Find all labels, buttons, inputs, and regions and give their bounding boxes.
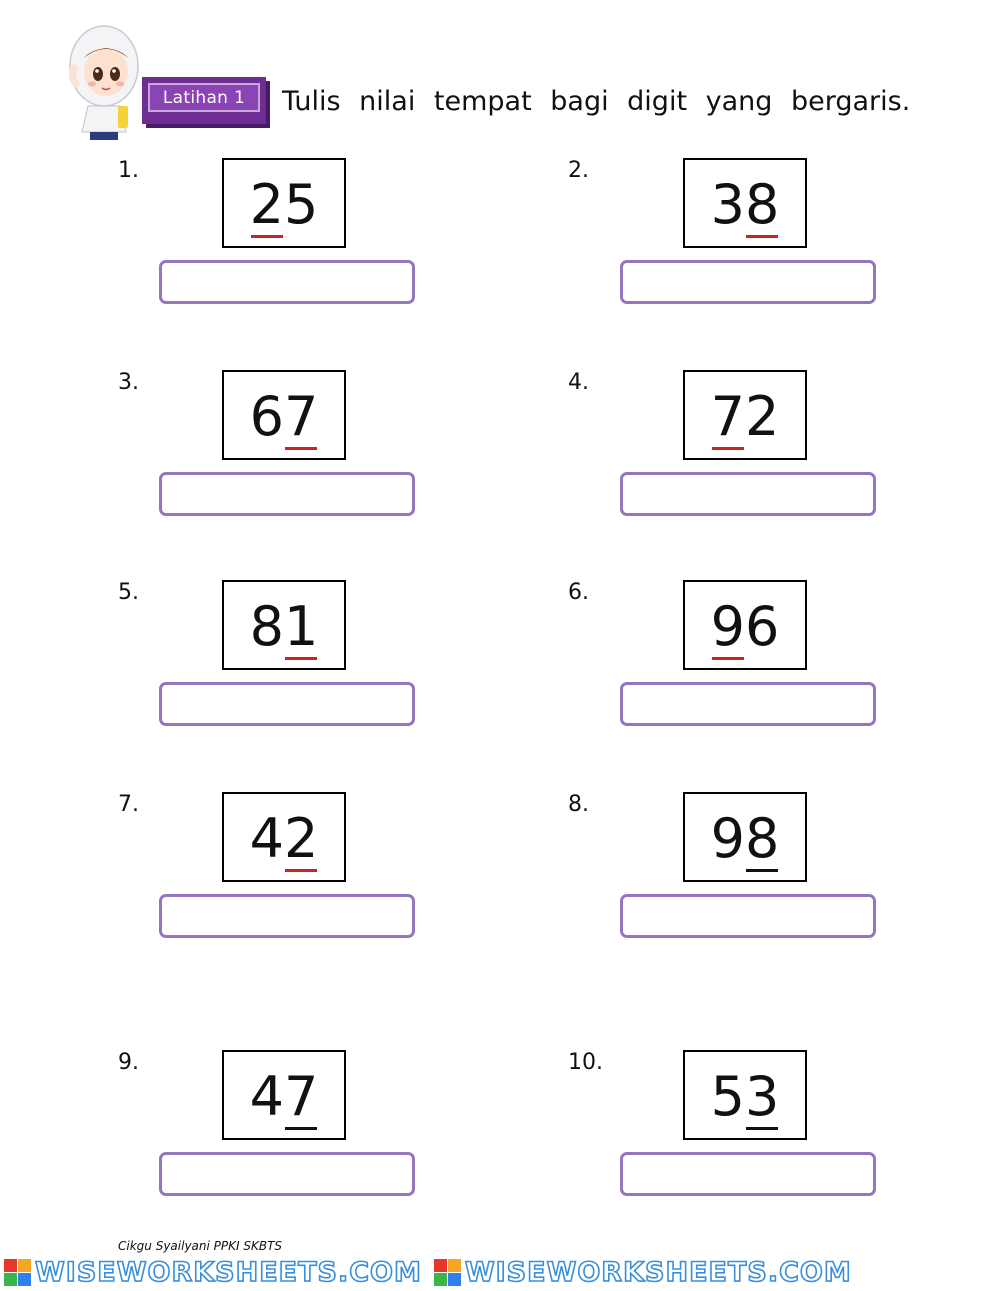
underlined-digit: 3 [745, 1065, 780, 1130]
underlined-digit: 2 [284, 807, 319, 872]
exercise-badge: Latihan 1 [142, 77, 266, 124]
underlined-digit: 7 [284, 1065, 319, 1130]
underlined-digit: 8 [745, 807, 780, 872]
question-number: 10. [568, 1050, 603, 1075]
question-number: 3. [118, 370, 139, 395]
digit: 9 [710, 807, 745, 870]
digit: 5 [710, 1065, 745, 1128]
brand-text: WISEWORKSHEETS.COM [464, 1256, 852, 1289]
answer-field[interactable] [159, 472, 415, 516]
author-credit: Cikgu Syailyani PPKI SKBTS [118, 1239, 283, 1253]
answer-field[interactable] [620, 682, 876, 726]
underlined-digit: 1 [284, 595, 319, 660]
question-number: 7. [118, 792, 139, 817]
question-number: 4. [568, 370, 589, 395]
exercise-badge-label: Latihan 1 [148, 83, 260, 112]
answer-field[interactable] [620, 472, 876, 516]
answer-field[interactable] [620, 894, 876, 938]
underlined-digit: 9 [710, 595, 745, 660]
digit: 3 [710, 173, 745, 236]
answer-field[interactable] [159, 260, 415, 304]
underlined-digit: 2 [249, 173, 284, 238]
underlined-digit: 7 [710, 385, 745, 450]
footer-watermark: WISEWORKSHEETS.COM WISEWORKSHEETS.COM [0, 1254, 1000, 1291]
answer-field[interactable] [620, 260, 876, 304]
answer-field[interactable] [159, 894, 415, 938]
brand-logo: WISEWORKSHEETS.COM [433, 1256, 852, 1289]
digit: 8 [249, 595, 284, 658]
underlined-digit: 7 [284, 385, 319, 450]
answer-field[interactable] [620, 1152, 876, 1196]
answer-field[interactable] [159, 1152, 415, 1196]
logo-grid-icon [433, 1259, 461, 1286]
underlined-digit: 8 [745, 173, 780, 238]
digit: 6 [249, 385, 284, 448]
question-number: 1. [118, 158, 139, 183]
digit: 6 [745, 595, 780, 658]
digit: 5 [284, 173, 319, 236]
question-number: 8. [568, 792, 589, 817]
question-number: 5. [118, 580, 139, 605]
question-number: 9. [118, 1050, 139, 1075]
brand-text: WISEWORKSHEETS.COM [34, 1256, 422, 1289]
question-number: 6. [568, 580, 589, 605]
brand-logo: WISEWORKSHEETS.COM [4, 1256, 422, 1289]
logo-grid-icon [4, 1259, 31, 1286]
girl-mascot-illustration [68, 25, 139, 140]
question-number: 2. [568, 158, 589, 183]
instruction-text: Tulis nilai tempat bagi digit yang berga… [282, 86, 911, 117]
answer-field[interactable] [159, 682, 415, 726]
digit: 4 [249, 807, 284, 870]
digit: 4 [249, 1065, 284, 1128]
digit: 2 [745, 385, 780, 448]
